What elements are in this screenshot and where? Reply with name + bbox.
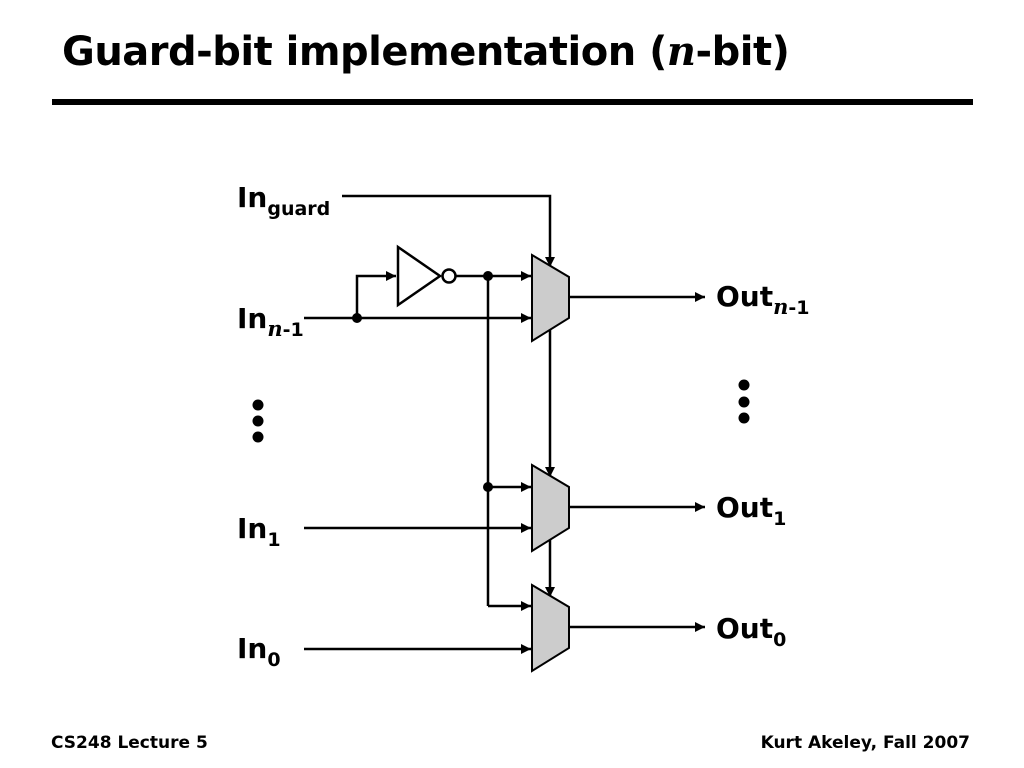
input-label-guard: Inguard xyxy=(237,181,330,220)
multiplexer-0 xyxy=(531,583,570,673)
output-ellipsis xyxy=(738,379,750,424)
output-label-n-minus-1: Outn-1 xyxy=(716,280,810,319)
footer-course: CS248 Lecture 5 xyxy=(51,733,208,753)
input-label-0: In0 xyxy=(237,632,281,671)
slide-title: Guard-bit implementation (n-bit) xyxy=(62,28,790,75)
multiplexer-n-minus-1 xyxy=(531,253,570,343)
junction-dot xyxy=(352,313,362,323)
input-label-n-minus-1: Inn-1 xyxy=(237,302,304,341)
title-suffix: -bit) xyxy=(695,29,790,75)
wire-guard xyxy=(342,194,555,267)
input-label-1: In1 xyxy=(237,512,281,551)
inverter-gate xyxy=(396,244,457,308)
input-ellipsis xyxy=(252,399,264,443)
output-label-0: Out0 xyxy=(716,612,786,651)
title-variable: n xyxy=(666,28,696,75)
wire-junctions xyxy=(352,271,493,492)
junction-dot xyxy=(483,482,493,492)
footer-author: Kurt Akeley, Fall 2007 xyxy=(760,733,970,753)
junction-dot xyxy=(483,271,493,281)
multiplexer-1 xyxy=(531,463,570,553)
title-prefix: Guard-bit implementation ( xyxy=(62,29,667,75)
title-underline xyxy=(52,99,973,105)
wire-inverter-input xyxy=(355,271,396,318)
output-label-1: Out1 xyxy=(716,491,786,530)
